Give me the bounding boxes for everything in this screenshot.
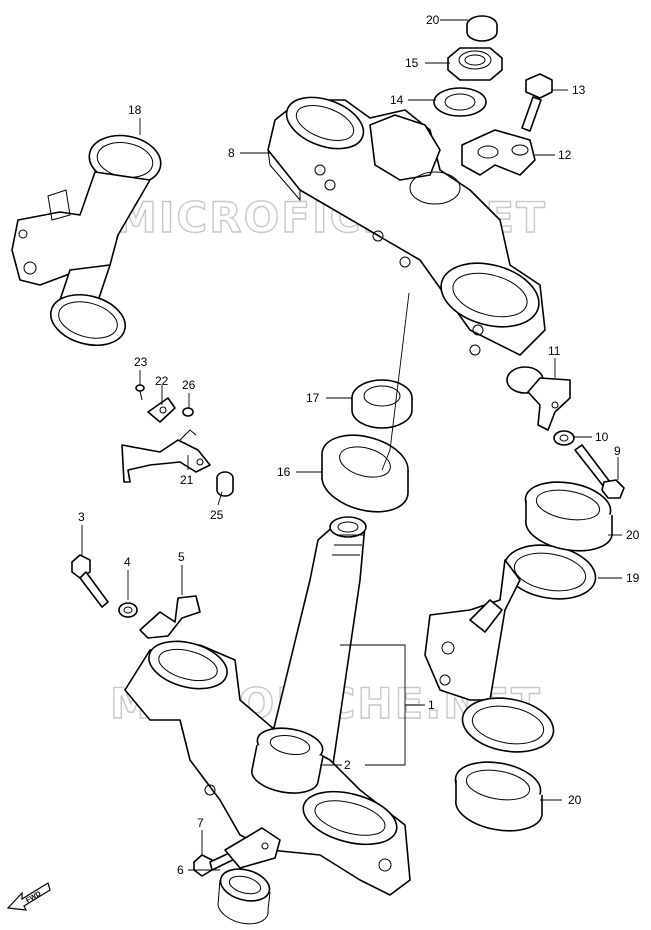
callout-12: 12 bbox=[558, 148, 572, 162]
callout-1: 1 bbox=[428, 698, 435, 712]
callout-5: 5 bbox=[178, 550, 185, 564]
callout-23: 22 bbox=[155, 374, 169, 388]
callout-20-upper: 20 bbox=[626, 528, 640, 542]
part-24-screw bbox=[135, 384, 145, 401]
part-13-bolt bbox=[521, 73, 553, 132]
callouts: 18 8 20 15 14 13 12 17 16 11 10 9 20 19 … bbox=[78, 13, 640, 877]
part-9-bolt bbox=[574, 444, 625, 499]
part-2-bearing bbox=[251, 727, 324, 794]
callout-2: 2 bbox=[344, 758, 351, 772]
part-4-washer bbox=[118, 602, 138, 618]
callout-16: 16 bbox=[277, 465, 291, 479]
callout-4: 4 bbox=[124, 555, 131, 569]
part-20-ring-upper bbox=[524, 481, 613, 552]
callout-21: 20 bbox=[426, 13, 440, 27]
callout-17: 17 bbox=[306, 391, 320, 405]
part-8-upper-bracket bbox=[267, 96, 546, 356]
leader-lines bbox=[81, 19, 622, 871]
part-25-cap bbox=[216, 471, 234, 497]
part-3-bolt bbox=[71, 554, 109, 608]
callout-14: 14 bbox=[390, 93, 404, 107]
forward-arrow-icon: FWD bbox=[6, 882, 51, 911]
part-10-washer bbox=[553, 430, 575, 446]
callout-9: 9 bbox=[614, 444, 621, 458]
callout-24: 23 bbox=[134, 355, 148, 369]
fwd-label: FWD bbox=[25, 890, 42, 904]
callout-3: 3 bbox=[78, 510, 85, 524]
part-23-clamp bbox=[147, 397, 176, 423]
part-22-switch bbox=[121, 429, 211, 483]
part-19-bracket bbox=[424, 544, 597, 753]
part-12-holder bbox=[461, 129, 536, 176]
part-20-ring-lower bbox=[454, 761, 543, 832]
part-18-bracket bbox=[11, 134, 162, 346]
callout-7: 7 bbox=[197, 816, 204, 830]
callout-6: 6 bbox=[177, 863, 184, 877]
callout-26: 26 bbox=[182, 378, 196, 392]
callout-18: 18 bbox=[128, 103, 142, 117]
part-26-nut bbox=[182, 407, 194, 417]
part-21-cap bbox=[466, 15, 498, 42]
callout-19: 19 bbox=[626, 571, 640, 585]
callout-25: 25 bbox=[210, 508, 224, 522]
callout-8: 8 bbox=[228, 146, 235, 160]
callout-22: 21 bbox=[180, 473, 194, 487]
callout-11: 11 bbox=[548, 344, 561, 358]
part-17-nut bbox=[351, 379, 413, 429]
part-5-clip bbox=[139, 595, 201, 639]
callout-20-lower: 20 bbox=[568, 793, 582, 807]
part-16-bearing bbox=[321, 434, 409, 513]
part-6-clamp bbox=[217, 827, 281, 925]
callout-15: 15 bbox=[405, 56, 419, 70]
callout-10: 10 bbox=[595, 430, 609, 444]
part-11-guide bbox=[506, 366, 571, 431]
part-14-washer bbox=[433, 87, 487, 117]
callout-13: 13 bbox=[572, 83, 586, 97]
part-15-nut bbox=[447, 47, 503, 81]
